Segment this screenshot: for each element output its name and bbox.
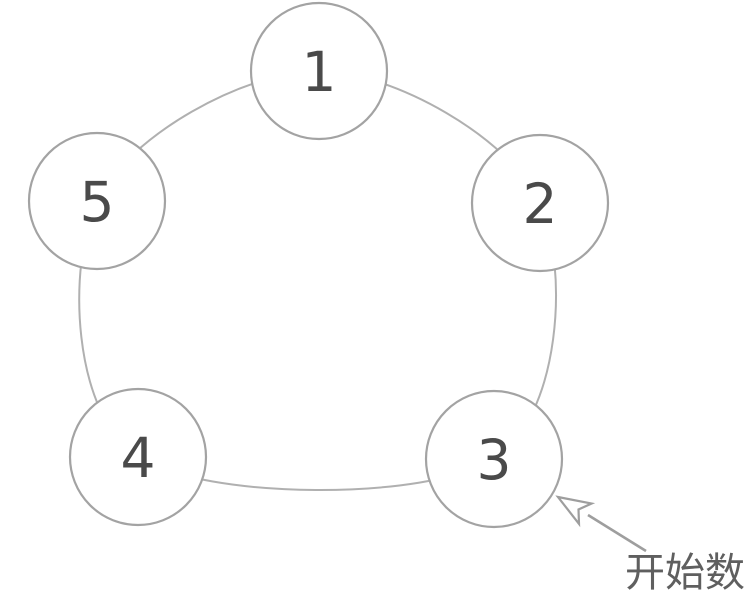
node-label-5: 5	[80, 170, 115, 234]
node-label-3: 3	[477, 428, 512, 492]
node-label-2: 2	[523, 172, 558, 236]
annotation-arrow-shaft	[587, 513, 647, 553]
node-label-4: 4	[121, 426, 156, 490]
node-circle-3	[424, 389, 564, 529]
node-circle-5	[27, 131, 167, 271]
node-label-1: 1	[302, 40, 337, 104]
node-circle-4	[68, 387, 208, 527]
node-circle-1	[249, 1, 389, 141]
node-circle-2	[470, 133, 610, 273]
start-counting-label: 开始数	[625, 551, 745, 595]
annotation-arrow-head-icon	[555, 495, 596, 528]
